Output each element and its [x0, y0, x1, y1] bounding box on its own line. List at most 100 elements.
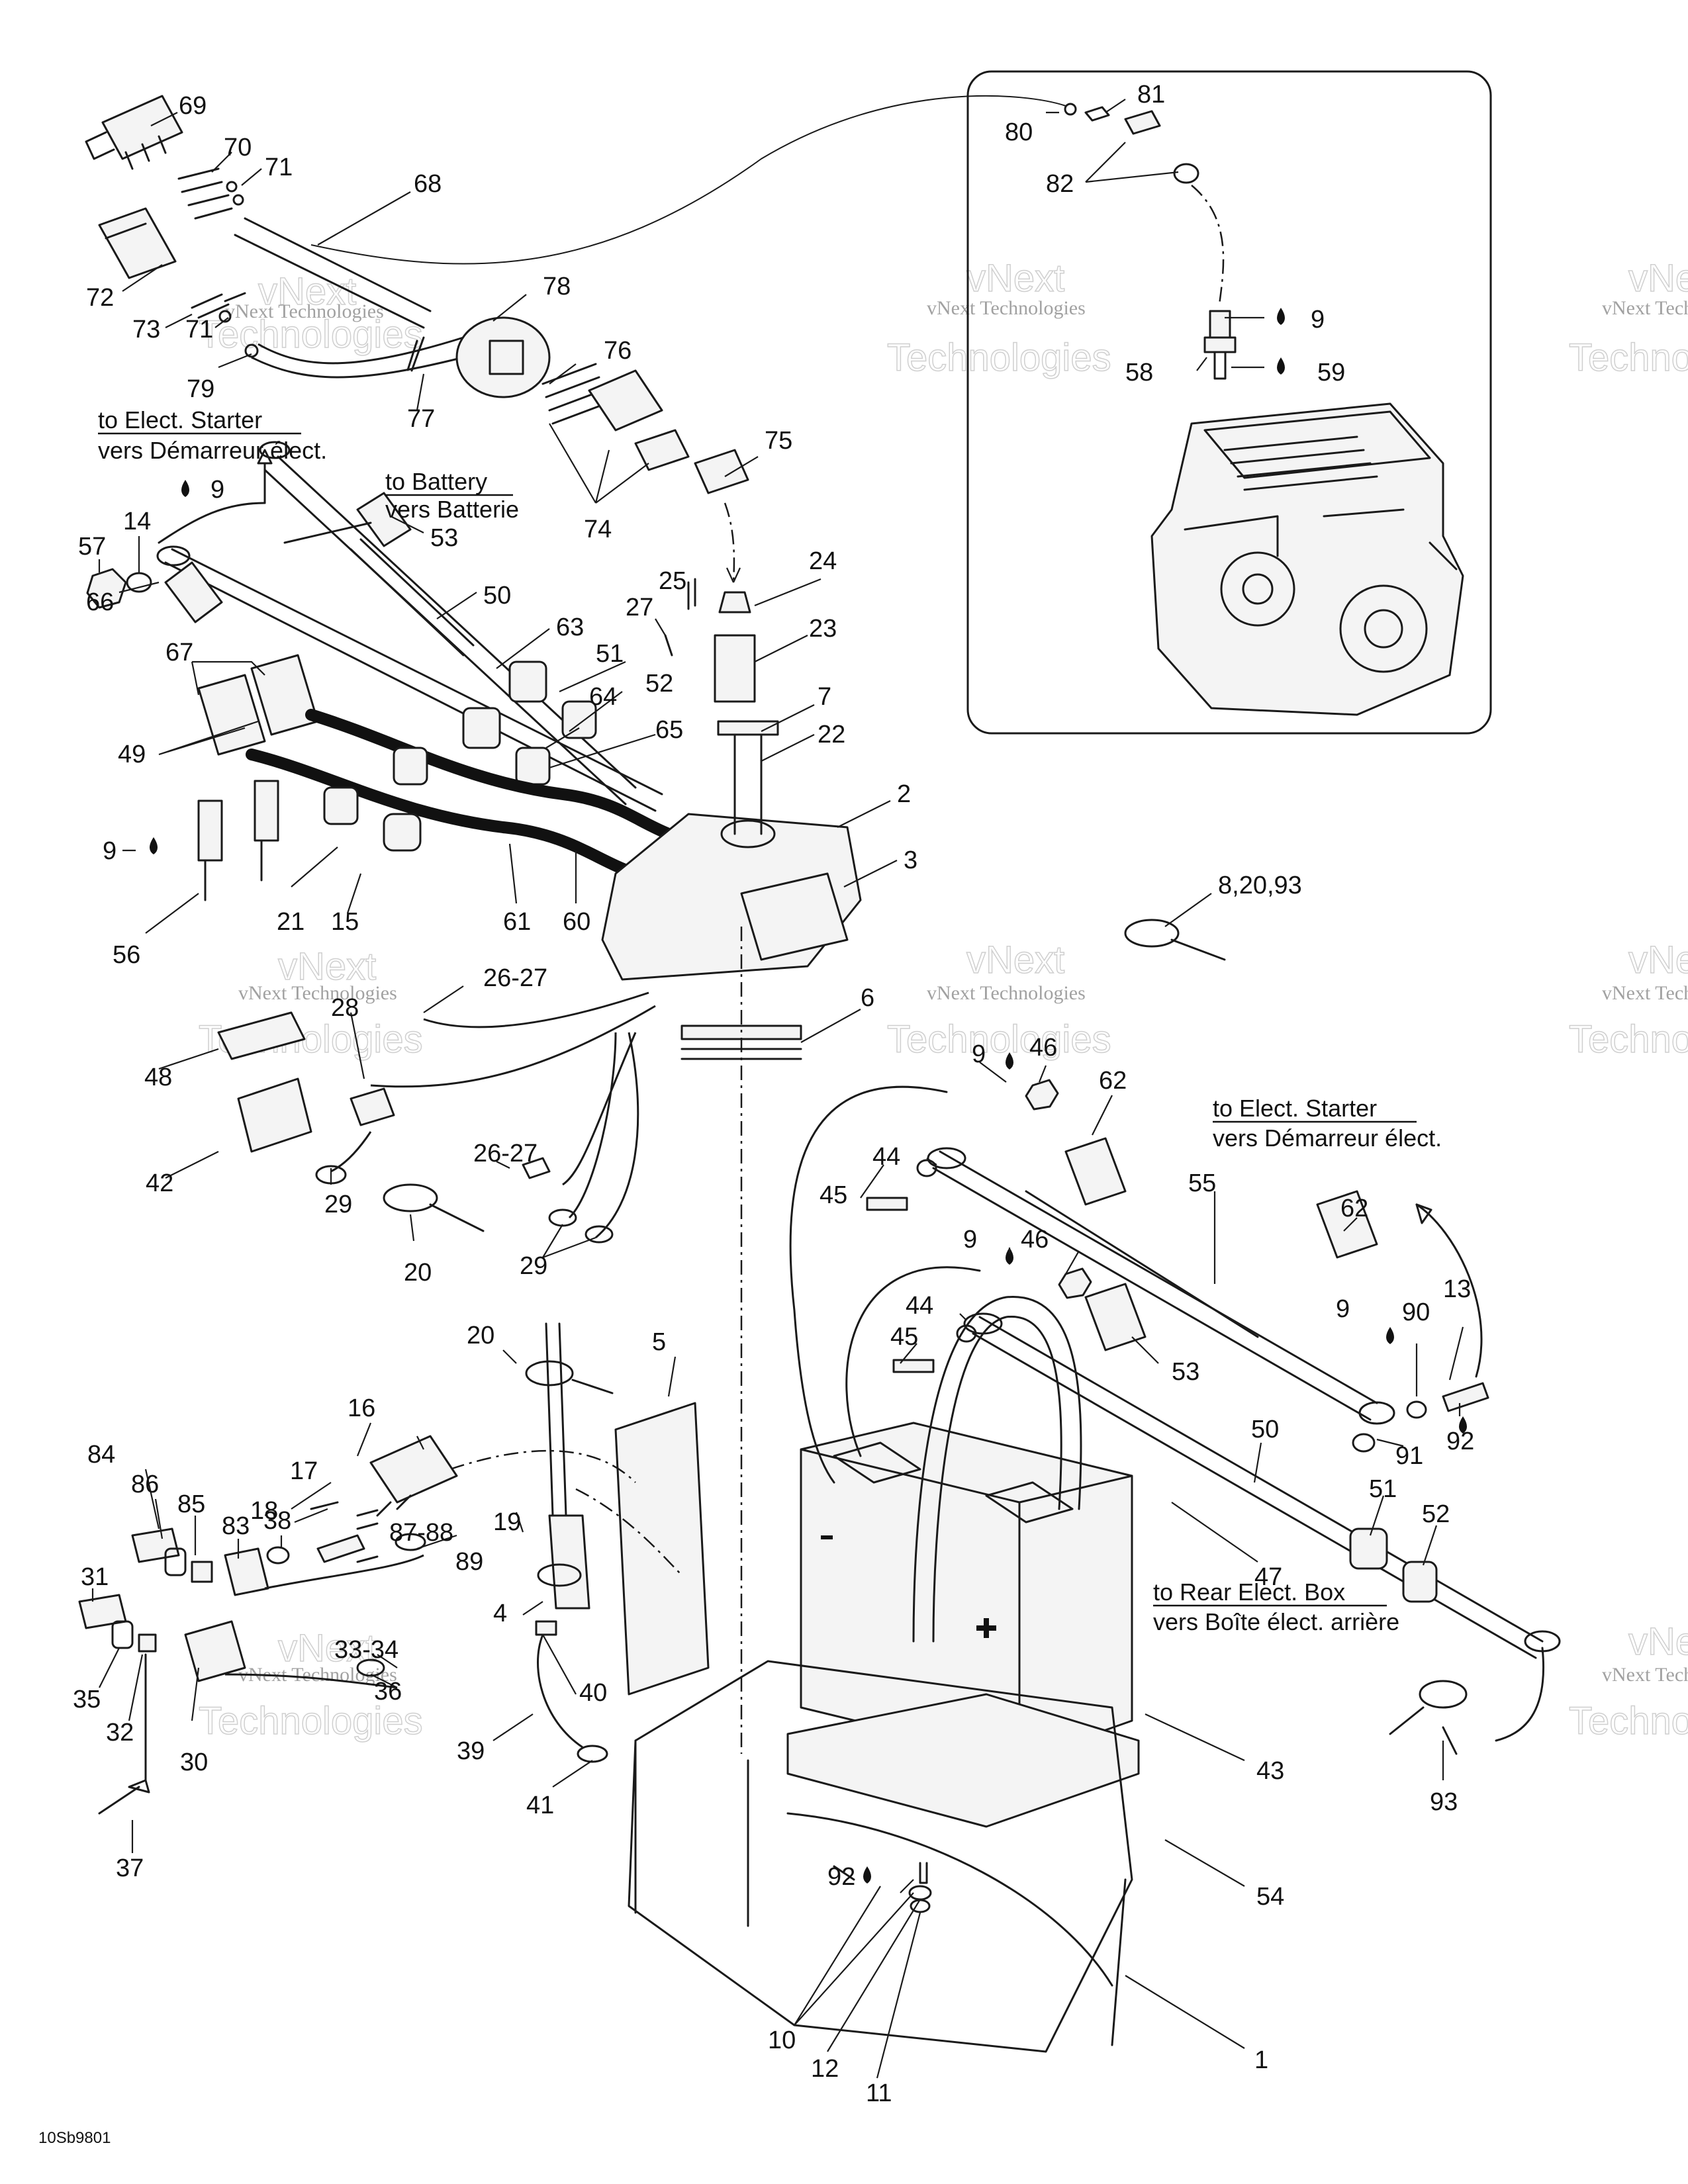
- callout: 41: [526, 1792, 554, 1819]
- part-56-plug-b: [254, 780, 279, 842]
- callout: 77: [407, 405, 435, 433]
- part-25: [687, 578, 696, 610]
- callout: 26-27: [483, 964, 547, 992]
- callout: 67: [165, 639, 193, 666]
- part-42: [237, 1077, 312, 1153]
- callout: 35: [73, 1686, 101, 1713]
- callout: 86: [131, 1471, 159, 1498]
- callout: 15: [331, 908, 359, 936]
- watermark-small: vNext Technologies: [1602, 297, 1688, 319]
- callout: 9: [211, 476, 224, 504]
- part-71b: [218, 310, 232, 323]
- callout: 50: [1251, 1416, 1279, 1443]
- callout: 78: [543, 273, 571, 300]
- part-61: [305, 709, 675, 840]
- callout: 83: [222, 1512, 250, 1540]
- note-starter-en: to Elect. Starter: [98, 406, 262, 433]
- callout: 91: [1395, 1442, 1423, 1470]
- drop-icon: [1006, 1248, 1013, 1265]
- part-1-battery-box: [628, 1660, 1133, 2053]
- callout: 21: [277, 908, 305, 936]
- callout: 75: [765, 427, 792, 455]
- watermark-big: Technologies: [887, 336, 1111, 379]
- watermark-big: vNext: [1628, 1620, 1688, 1663]
- watermark-small: vNext Technologies: [225, 300, 384, 322]
- watermark-big: Technologies: [1569, 336, 1688, 379]
- part-66-cable-top: [171, 548, 663, 796]
- callout: 73: [132, 316, 160, 343]
- part-85: [191, 1561, 213, 1583]
- callout: 5: [652, 1328, 666, 1356]
- battery-and-box: [628, 1085, 1140, 2053]
- part-72: [98, 207, 177, 279]
- callout: 59: [1317, 359, 1345, 387]
- callout: 36: [374, 1678, 402, 1706]
- callout: 40: [579, 1679, 607, 1707]
- callout: 92: [827, 1863, 855, 1891]
- part-23: [714, 634, 756, 703]
- part-45b: [892, 1359, 935, 1373]
- watermark-small: vNext Technologies: [927, 297, 1086, 319]
- part-82: [1124, 110, 1161, 135]
- part-83: [224, 1547, 269, 1596]
- part-41: [577, 1745, 608, 1763]
- part-19-wire: [545, 1322, 567, 1517]
- callout: 49: [118, 741, 146, 768]
- positive-terminal-sign: [976, 1618, 996, 1638]
- callout: 52: [1422, 1500, 1450, 1528]
- part-21: [393, 747, 428, 786]
- watermark-small: vNext Technologies: [927, 982, 1086, 1004]
- callout: 16: [348, 1394, 375, 1422]
- callout: 80: [1005, 118, 1033, 146]
- callout: 63: [556, 614, 584, 641]
- callout: 51: [596, 640, 624, 668]
- part-68-harness-bottom: [234, 234, 425, 329]
- drop-icon: [1277, 308, 1285, 325]
- part-17: [310, 1501, 379, 1563]
- callout: 23: [809, 615, 837, 643]
- callout: 13: [1443, 1275, 1471, 1303]
- callout: 11: [866, 2079, 892, 2107]
- watermark-big: Technologies: [887, 1018, 1111, 1061]
- note-battery-fr: vers Batterie: [385, 496, 519, 523]
- callout: 1: [1254, 2046, 1268, 2074]
- part-52-lower: [1402, 1561, 1438, 1603]
- part-8-tie: [1124, 919, 1180, 948]
- callout: 64: [589, 683, 617, 711]
- callout: 25: [659, 567, 686, 595]
- part-44a: [916, 1159, 937, 1177]
- part-66-boot: [164, 561, 223, 623]
- part-38: [266, 1546, 290, 1565]
- callout: 62: [1099, 1067, 1127, 1095]
- watermarks: vNext Technologies vNext Technologies vN…: [198, 256, 1688, 1743]
- callout: 10: [768, 2026, 796, 2054]
- callout: 85: [177, 1490, 205, 1518]
- watermark-big: vNext: [966, 257, 1064, 300]
- watermark-small: vNext Technologies: [1602, 1664, 1688, 1686]
- drop-icon: [1006, 1052, 1013, 1069]
- routing-notes: to Elect. Starter vers Démarreur élect. …: [98, 406, 1442, 1635]
- callout: 9: [1311, 306, 1325, 334]
- part-50-lower: [972, 1316, 1544, 1659]
- part-89: [395, 1533, 426, 1551]
- part-73: [191, 292, 246, 319]
- part-47: [912, 1296, 1082, 1643]
- part-93-tie: [1419, 1680, 1468, 1709]
- part-90: [1406, 1400, 1427, 1419]
- watermark-big: vNext: [1628, 257, 1688, 300]
- part-65: [515, 747, 551, 786]
- part-79: [258, 336, 464, 365]
- part-37: [98, 1779, 150, 1815]
- callout: 30: [180, 1749, 208, 1776]
- callout: 18: [250, 1497, 278, 1525]
- part-20b-tie: [525, 1360, 574, 1387]
- part-63: [508, 660, 547, 703]
- callout: 45: [820, 1181, 847, 1209]
- part-46a: [1025, 1079, 1059, 1111]
- callout: 53: [430, 524, 458, 552]
- sensor-leader: [1191, 185, 1225, 305]
- part-84: [131, 1527, 180, 1563]
- callout: 12: [811, 2055, 839, 2083]
- callout: 4: [493, 1600, 507, 1627]
